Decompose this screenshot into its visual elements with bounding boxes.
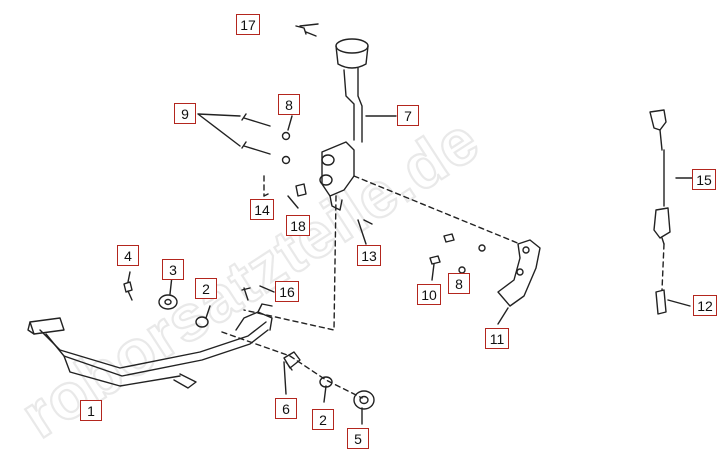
clip-part [655, 289, 667, 315]
callout-17[interactable]: 17 [236, 14, 260, 35]
callout-7[interactable]: 7 [397, 105, 419, 126]
brake-switch-part [649, 109, 671, 245]
callout-14[interactable]: 14 [250, 199, 274, 220]
callout-6[interactable]: 6 [275, 398, 297, 419]
master-cylinder-part [319, 141, 355, 211]
callout-2-lower[interactable]: 2 [312, 409, 334, 430]
small-pin-part [363, 219, 373, 225]
callout-8-upper[interactable]: 8 [278, 94, 300, 115]
washer-large-part [353, 390, 375, 410]
bushing-part [283, 351, 301, 371]
callout-9[interactable]: 9 [174, 103, 196, 124]
callout-15[interactable]: 15 [692, 169, 716, 190]
oring-part [195, 316, 209, 328]
bracket-part [497, 239, 541, 307]
callout-1[interactable]: 1 [80, 400, 102, 421]
callout-8-lower[interactable]: 8 [448, 273, 470, 294]
callout-11[interactable]: 11 [485, 328, 509, 349]
bolt-part [123, 281, 133, 301]
callout-2-upper[interactable]: 2 [195, 278, 217, 299]
callout-5[interactable]: 5 [347, 428, 369, 449]
callout-16[interactable]: 16 [275, 281, 299, 302]
callout-18[interactable]: 18 [286, 215, 310, 236]
callout-12[interactable]: 12 [693, 295, 717, 316]
bolts-part [241, 113, 271, 155]
pin-part [241, 287, 251, 301]
callout-10[interactable]: 10 [417, 284, 441, 305]
nut-part [295, 183, 307, 197]
washer-part [158, 294, 178, 310]
reservoir-part [335, 38, 369, 143]
brake-pedal-part [27, 303, 273, 389]
callout-3[interactable]: 3 [162, 259, 184, 280]
screw-part [295, 25, 317, 37]
callout-13[interactable]: 13 [357, 245, 381, 266]
callout-4[interactable]: 4 [117, 245, 139, 266]
